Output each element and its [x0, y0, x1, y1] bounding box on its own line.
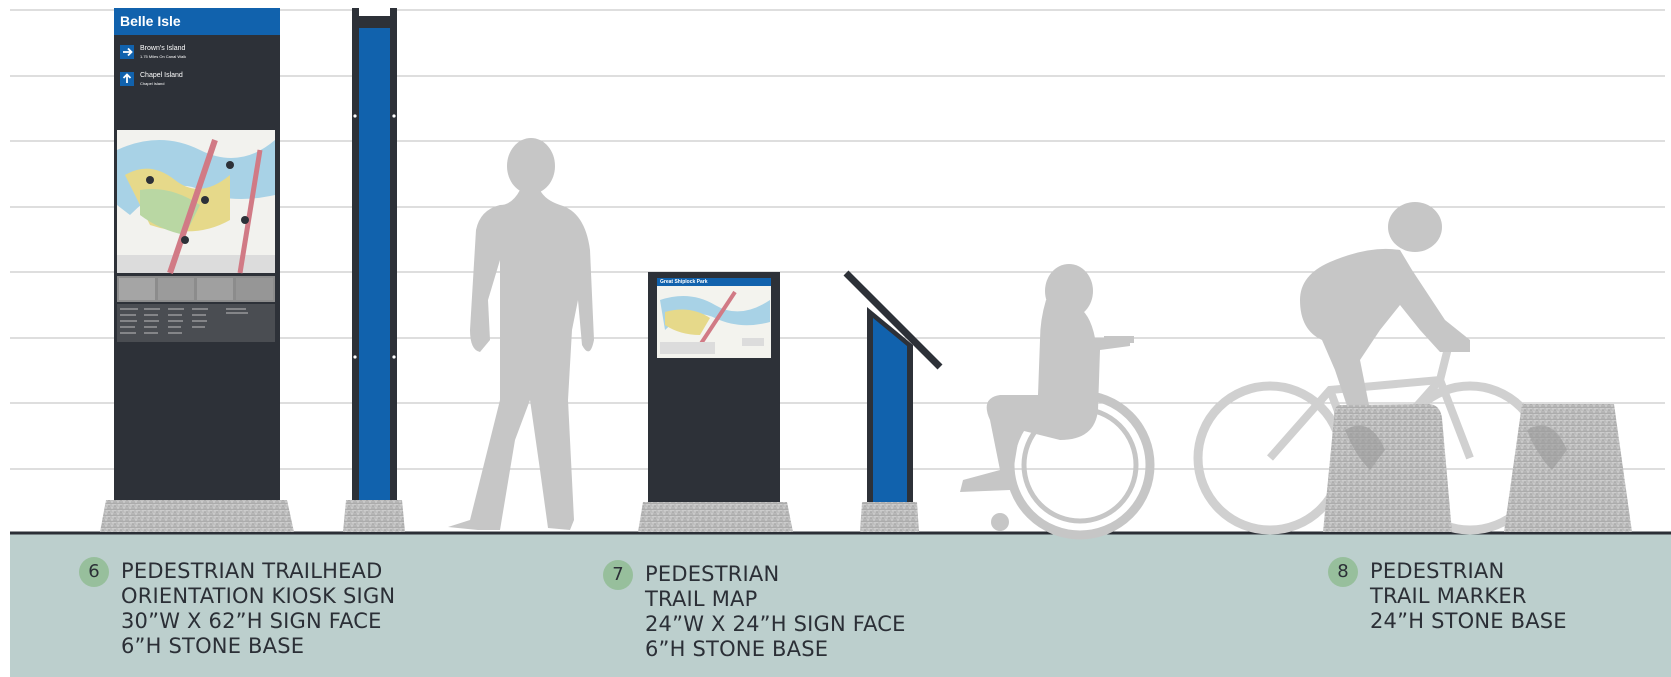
trail-marker-stone-side	[1504, 404, 1632, 532]
trail-marker-stones	[1323, 404, 1632, 532]
kiosk-header-bar	[114, 8, 280, 35]
arrow-right-icon	[123, 47, 133, 57]
kiosk-destination-sub: 1.75 Miles On Canal Walk	[140, 54, 187, 59]
label-line: PEDESTRIAN	[1370, 559, 1505, 583]
ground-band	[10, 533, 1671, 677]
label-line: 30”W X 62”H SIGN FACE	[121, 609, 382, 633]
standing-person-silhouette	[448, 138, 594, 530]
trail-map-header-bar	[657, 278, 771, 286]
trail-map-side-stone-base	[860, 502, 919, 532]
label-line: 24”H STONE BASE	[1370, 609, 1567, 633]
scale-lines	[10, 9, 1665, 470]
label-line: PEDESTRIAN TRAILHEAD	[121, 559, 383, 583]
kiosk-side-profile	[352, 8, 397, 500]
label-number-badge: 7	[603, 560, 633, 590]
label-line: ORIENTATION KIOSK SIGN	[121, 584, 396, 608]
sign-label-trail-map: PEDESTRIAN TRAIL MAP 24”W X 24”H SIGN FA…	[645, 562, 906, 662]
side-profile-stone-base	[343, 500, 405, 532]
label-line: 24”W X 24”H SIGN FACE	[645, 612, 906, 636]
kiosk-destination-sub: Chapel Island	[140, 81, 165, 86]
label-line: 6”H STONE BASE	[645, 637, 829, 661]
trail-map-side-profile	[843, 270, 943, 502]
label-line: TRAIL MARKER	[1370, 584, 1527, 608]
arrow-up-icon	[122, 73, 132, 83]
trail-map-title: Great Shiplock Park	[660, 279, 708, 285]
kiosk-sign	[114, 8, 280, 500]
sign-label-kiosk: PEDESTRIAN TRAILHEAD ORIENTATION KIOSK S…	[121, 559, 395, 659]
kiosk-destination-name: Chapel Island	[140, 72, 183, 79]
label-line: 6”H STONE BASE	[121, 634, 305, 658]
kiosk-stone-base	[100, 500, 294, 532]
trail-map-stone-base	[638, 502, 793, 532]
kiosk-title: Belle Isle	[120, 13, 181, 29]
label-line: TRAIL MAP	[645, 587, 758, 611]
trail-map-sign	[648, 272, 780, 502]
trail-marker-stone-front	[1323, 404, 1452, 532]
label-line: PEDESTRIAN	[645, 562, 780, 586]
kiosk-destination-name: Brown’s Island	[140, 45, 186, 52]
label-number-badge: 6	[79, 557, 109, 587]
sign-label-trail-marker: PEDESTRIAN TRAIL MARKER 24”H STONE BASE	[1370, 559, 1567, 634]
wheelchair-user-silhouette	[960, 264, 1155, 540]
kiosk-map	[117, 130, 275, 274]
label-number-badge: 8	[1328, 557, 1358, 587]
